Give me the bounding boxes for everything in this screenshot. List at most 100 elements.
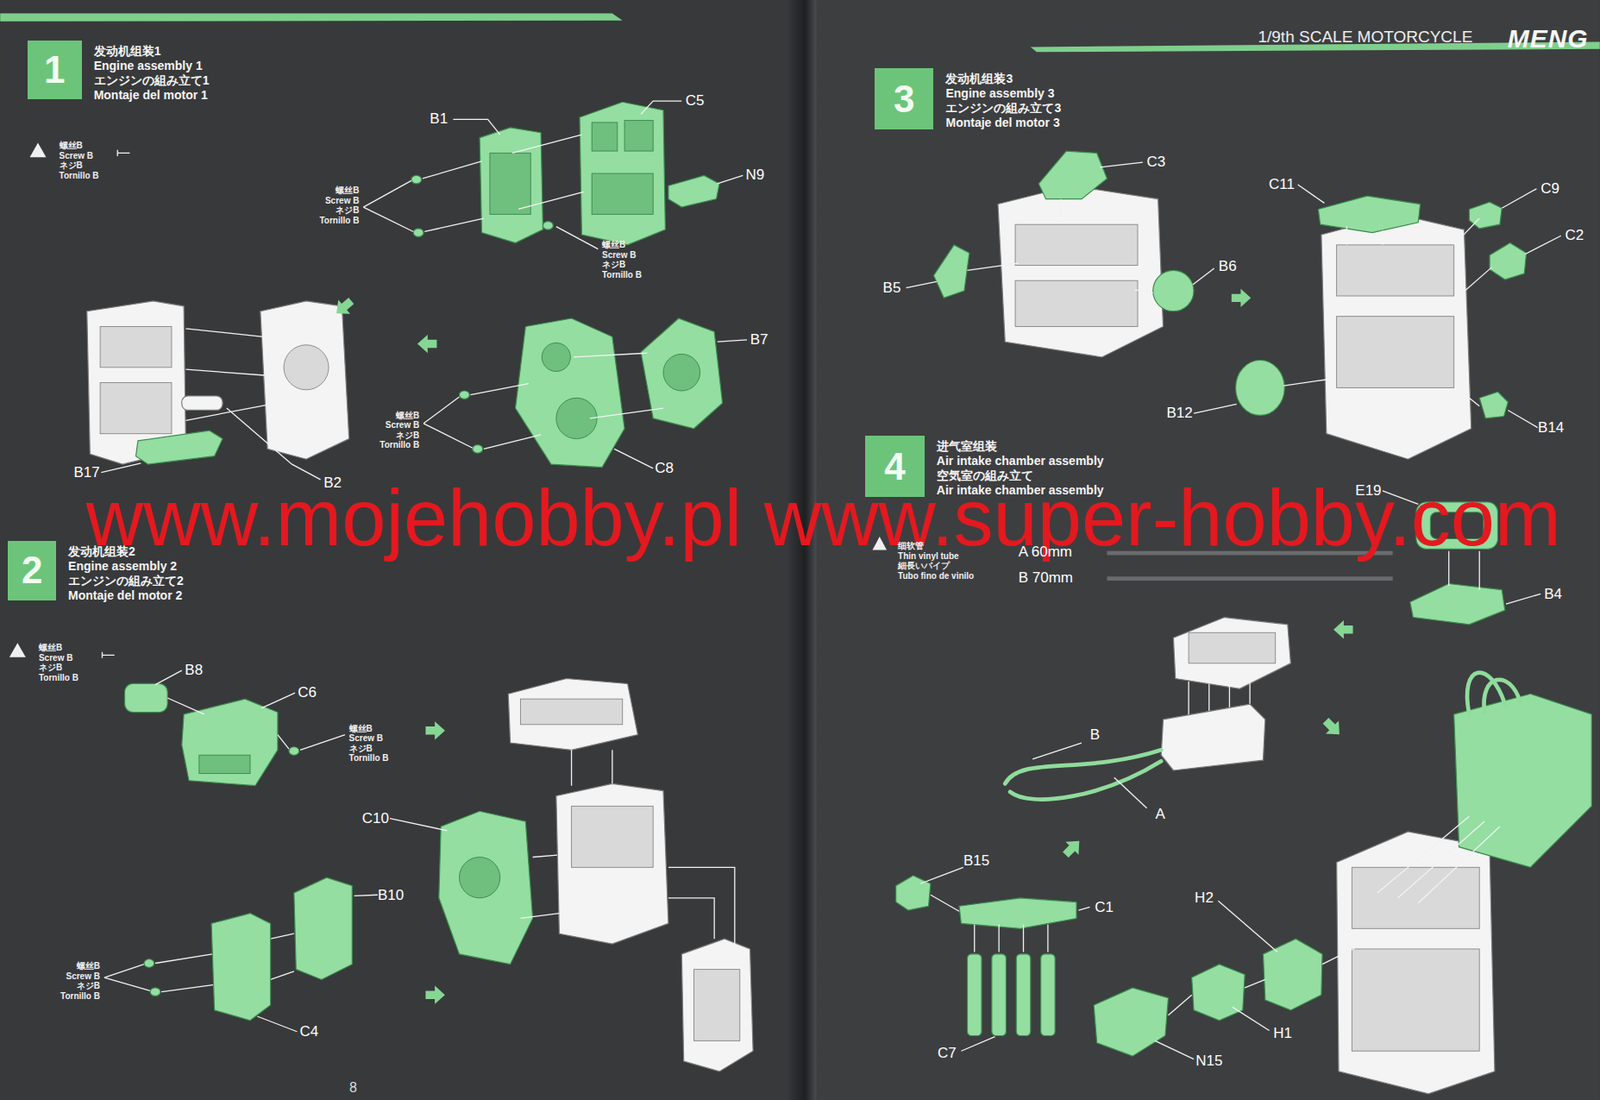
screw-note: Screw B xyxy=(379,420,420,431)
part-number-group: C6 xyxy=(295,684,319,701)
part-number-group: A xyxy=(1153,806,1167,822)
part-number: E19 xyxy=(1353,483,1383,499)
step-number-box: 2 xyxy=(7,540,57,601)
part-number: B xyxy=(1088,727,1102,743)
screw-note: 螺丝B xyxy=(320,185,360,196)
part-number: C1 xyxy=(1092,899,1116,916)
part-number-group: C10 xyxy=(360,810,391,827)
part-number: B1 xyxy=(427,111,450,127)
part-number: N9 xyxy=(744,168,767,184)
part-number-group: C11 xyxy=(1267,176,1297,193)
page-number: 8 xyxy=(349,1080,358,1095)
part-number: B10 xyxy=(376,887,406,904)
screw-note: ネジB xyxy=(602,259,642,270)
part-number: C4 xyxy=(298,1023,321,1040)
tube-length-group: B 70mm xyxy=(1018,570,1073,586)
part-number: H1 xyxy=(1271,1025,1294,1042)
part-number-group: N15 xyxy=(1193,1053,1224,1069)
part-number: C6 xyxy=(295,684,319,701)
screw-note: Screw B xyxy=(59,150,100,162)
part-number-group: C3 xyxy=(1145,154,1168,170)
screw-note: Tornillo B xyxy=(379,439,420,451)
screw-note-group: 螺丝BScrew BネジBTornillo B xyxy=(349,723,390,764)
screw-note: 螺丝B xyxy=(602,239,642,251)
tube-length-group: A 60mm xyxy=(1018,544,1073,560)
header-text-group: 1/9th SCALE MOTORCYCLE xyxy=(1257,27,1473,46)
heading-line: エンジンの組み立て3 xyxy=(945,100,1061,116)
part-number-group: B6 xyxy=(1217,258,1239,275)
part-number: B7 xyxy=(748,332,771,348)
part-number-group: B10 xyxy=(376,887,406,904)
screw-note-group: 螺丝BScrew BネジBTornillo B xyxy=(320,185,360,226)
screw-note: 螺丝B xyxy=(59,140,100,151)
screw-note-group: 螺丝BScrew BネジBTornillo B xyxy=(60,960,101,1001)
screw-note: Screw B xyxy=(349,733,390,744)
part-number-group: C7 xyxy=(935,1045,959,1061)
step-number: 2 xyxy=(21,551,43,590)
screw-note: Tornillo B xyxy=(60,991,101,1002)
screw-note-group: 螺丝BScrew BネジBTornillo B xyxy=(379,410,420,451)
screw-note: ネジB xyxy=(379,430,420,441)
page-number-group: 8 xyxy=(349,1080,358,1095)
step-box: 3发动机组装3Engine assembly 3エンジンの組み立て3Montaj… xyxy=(874,68,1061,131)
part-number: B4 xyxy=(1542,586,1564,603)
part-number-group: B14 xyxy=(1536,420,1566,436)
screw-note: ネジB xyxy=(59,160,100,171)
brand-logo: MENG xyxy=(1507,25,1589,52)
part-number-group: B7 xyxy=(748,332,771,348)
brand-logo-group: MENG xyxy=(1507,25,1589,52)
heading-line: Montaje del motor 3 xyxy=(945,115,1061,131)
screw-note: ネジB xyxy=(320,205,360,216)
part-number: C5 xyxy=(683,93,707,109)
tube-note: 細長いパイプ xyxy=(897,560,974,571)
screw-note-group: 螺丝BScrew BネジBTornillo B xyxy=(59,140,100,181)
part-number: B12 xyxy=(1164,405,1194,421)
part-number: A xyxy=(1153,806,1167,822)
part-number-group: H1 xyxy=(1271,1025,1294,1042)
part-number-group: C9 xyxy=(1538,181,1562,197)
part-number-group: B xyxy=(1088,727,1102,743)
part-number-group: H2 xyxy=(1192,890,1216,906)
tube-note: 细软管 xyxy=(897,540,974,552)
part-number-group: E19 xyxy=(1353,483,1383,499)
heading-line: Montaje del motor 2 xyxy=(68,588,184,603)
step-number: 3 xyxy=(893,80,915,119)
part-number-group: B5 xyxy=(881,280,904,296)
tube-note-group: 细软管Thin vinyl tube細長いパイプTubo fino de vin… xyxy=(897,540,974,581)
part-number: B8 xyxy=(182,662,205,678)
screw-note-group: 螺丝BScrew BネジBTornillo B xyxy=(602,239,642,280)
part-number: B14 xyxy=(1536,420,1566,436)
part-number-group: N9 xyxy=(744,168,767,184)
heading-line: Air intake chamber assembly xyxy=(936,453,1105,469)
heading-line: Engine assembly 3 xyxy=(945,86,1061,101)
screw-note: 螺丝B xyxy=(60,960,101,972)
part-number: C11 xyxy=(1267,176,1297,193)
step-number-box: 3 xyxy=(874,68,935,130)
watermark: www.mojehobby.pl www.super-hobby.com xyxy=(86,476,1562,561)
screw-note: Tornillo B xyxy=(59,170,100,182)
part-number: N15 xyxy=(1193,1053,1224,1069)
part-number-group: B8 xyxy=(182,662,205,678)
screw-note: Tornillo B xyxy=(602,269,642,281)
screw-note: 螺丝B xyxy=(38,642,79,653)
tube-length: A 60mm xyxy=(1018,544,1073,560)
tube-length: B 70mm xyxy=(1018,570,1073,586)
heading-line: 发动机组装1 xyxy=(94,43,210,59)
part-number: B6 xyxy=(1217,258,1239,275)
part-number-group: C4 xyxy=(298,1023,321,1040)
watermark-group: www.mojehobby.pl www.super-hobby.com xyxy=(86,476,1562,561)
part-number-group: C8 xyxy=(652,460,676,477)
screw-note: Tornillo B xyxy=(38,672,79,684)
tube-note: Tubo fino de vinilo xyxy=(897,570,974,582)
heading-line: 进气室组装 xyxy=(936,439,1105,454)
part-number: C10 xyxy=(360,810,391,827)
step-box: 1发动机组装1Engine assembly 1エンジンの組み立て1Montaj… xyxy=(27,40,209,103)
part-number-group: C5 xyxy=(683,93,707,109)
screw-note: ネジB xyxy=(60,980,101,992)
screw-note: Screw B xyxy=(602,250,642,261)
step-number: 1 xyxy=(43,50,65,89)
part-number: C3 xyxy=(1145,154,1168,170)
screw-note: 螺丝B xyxy=(379,410,420,421)
part-number-group: B15 xyxy=(961,853,992,870)
screw-note: Screw B xyxy=(38,652,79,664)
